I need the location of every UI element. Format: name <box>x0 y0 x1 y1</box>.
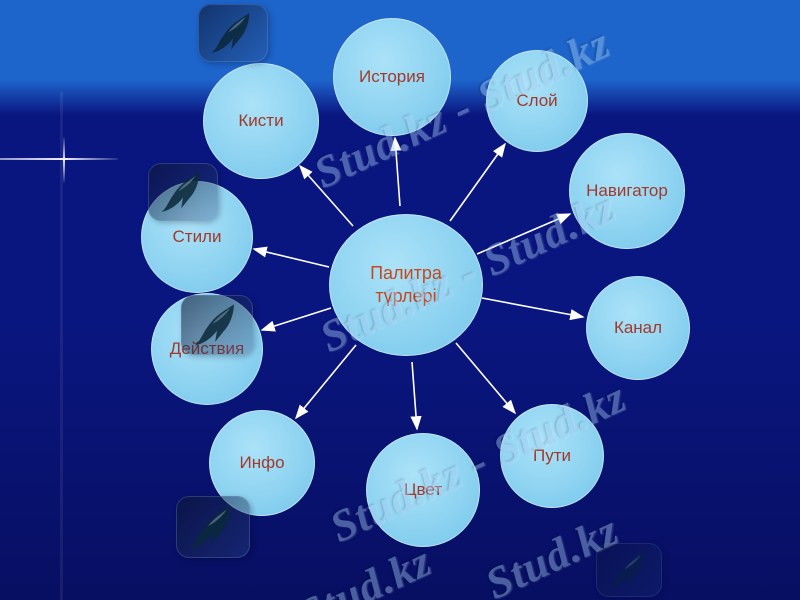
center-node-label: Палитра түрлері <box>370 262 442 306</box>
stud-logo <box>198 4 268 62</box>
node-navigator: Навигатор <box>569 133 685 249</box>
node-label: Пути <box>532 446 571 465</box>
crosshair-horizontal-line <box>0 158 118 160</box>
node-label: История <box>359 67 425 86</box>
node-kanal: Канал <box>586 276 690 380</box>
node-label: Слой <box>516 91 558 110</box>
node-label: Кисти <box>238 111 284 130</box>
bird-logo-icon <box>211 13 250 53</box>
node-kisti: Кисти <box>203 63 319 179</box>
stud-logo <box>148 163 218 221</box>
bird-logo-icon <box>161 172 200 212</box>
node-istoriya: История <box>333 18 451 136</box>
bird-logo-icon <box>189 505 231 549</box>
node-puti: Пути <box>500 404 604 508</box>
stud-logo <box>181 295 253 355</box>
crosshair-vertical-line <box>63 137 65 183</box>
node-label: Инфо <box>239 453 285 472</box>
bird-logo-icon <box>194 304 234 346</box>
stud-logo <box>596 543 662 597</box>
node-sloy: Слой <box>486 50 588 152</box>
node-label: Навигатор <box>586 181 668 200</box>
node-label: Канал <box>613 318 663 337</box>
node-label: Цвет <box>403 480 443 499</box>
node-tsvet: Цвет <box>366 433 480 547</box>
node-label: Стили <box>172 227 222 246</box>
stud-logo <box>176 496 250 558</box>
center-node-palitra-turleri: Палитра түрлері <box>329 214 483 356</box>
vertical-accent-line <box>60 92 63 600</box>
bird-logo-icon <box>608 551 645 589</box>
